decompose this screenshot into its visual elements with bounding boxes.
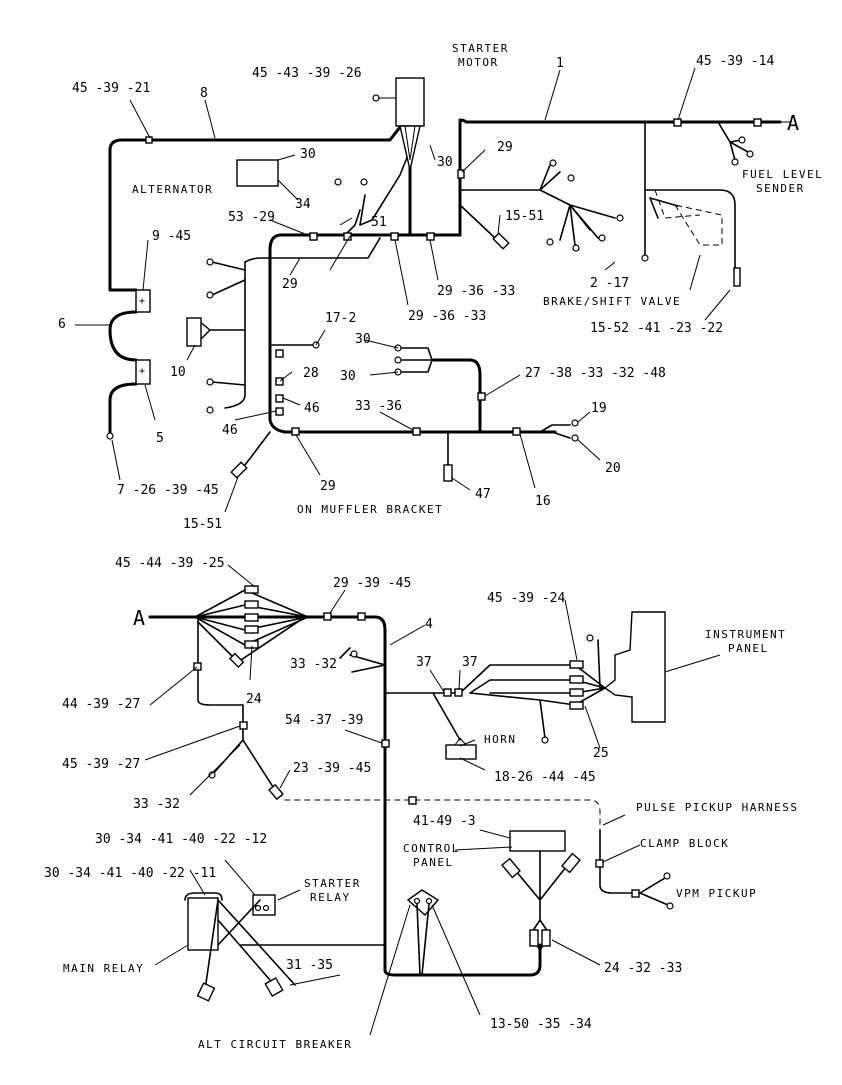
label-number: 1 — [556, 56, 564, 71]
label-number: 6 — [58, 317, 66, 332]
label-starter-motor-2: MOTOR — [458, 56, 499, 69]
label-code: 15-51 — [183, 517, 222, 532]
label-code: 29 -36 -33 — [408, 309, 486, 324]
label-continuation-a: A — [133, 606, 145, 630]
label-number: 29 — [320, 479, 336, 494]
label-number: 37 — [416, 655, 432, 670]
label-alt-circuit-breaker: ALT CIRCUIT BREAKER — [198, 1038, 352, 1051]
starter-terminal — [372, 94, 380, 102]
label-code: 54 -37 -39 — [285, 713, 363, 728]
diagram-labels: STARTER MOTOR 45 -43 -39 -26 45 -39 -21 … — [44, 42, 823, 1051]
label-number: 19 — [591, 401, 607, 416]
horn — [445, 744, 477, 760]
label-clamp-block: CLAMP BLOCK — [640, 837, 729, 850]
label-number: 46 — [304, 401, 320, 416]
main-relay — [187, 897, 219, 951]
label-code: 2 -17 — [590, 276, 629, 291]
label-muffler-bracket: ON MUFFLER BRACKET — [297, 503, 443, 516]
label-number: 30 — [355, 332, 371, 347]
label-number: 37 — [462, 655, 478, 670]
label-number: 28 — [303, 366, 319, 381]
label-number: 4 — [425, 617, 433, 632]
dash-harness-diagram — [144, 564, 721, 1036]
label-number: 20 — [605, 461, 621, 476]
label-code: 29 -39 -45 — [333, 576, 411, 591]
label-control-panel-1: CONTROL — [403, 842, 460, 855]
label-continuation-a: A — [787, 111, 799, 135]
label-number: 29 — [497, 140, 513, 155]
label-number: 5 — [156, 431, 164, 446]
svg-text:+: + — [139, 296, 145, 307]
label-number: 8 — [200, 86, 208, 101]
label-number: 16 — [535, 494, 551, 509]
label-number: 30 — [340, 369, 356, 384]
label-fuel-level-1: FUEL LEVEL — [742, 168, 823, 181]
label-number: 30 — [300, 147, 316, 162]
label-code: 23 -39 -45 — [293, 761, 371, 776]
instrument-panel — [603, 611, 666, 723]
label-number: 25 — [593, 746, 609, 761]
battery-2 — [135, 359, 151, 385]
label-instrument-panel-1: INSTRUMENT — [705, 628, 786, 641]
label-code: 15-52 -41 -23 -22 — [590, 321, 723, 336]
engine-harness-diagram: + + — [75, 67, 790, 513]
label-code: 13-50 -35 -34 — [490, 1017, 592, 1032]
label-main-relay: MAIN RELAY — [63, 962, 144, 975]
connector-10-body — [186, 317, 202, 347]
label-starter-motor-1: STARTER — [452, 42, 509, 55]
control-panel — [509, 830, 566, 852]
label-brake-shift-valve: BRAKE/SHIFT VALVE — [543, 295, 681, 308]
alternator — [236, 159, 279, 187]
label-horn: HORN — [484, 733, 517, 746]
label-instrument-panel-2: PANEL — [728, 642, 769, 655]
label-code: 45 -39 -14 — [696, 54, 774, 69]
label-number: 34 — [295, 197, 311, 212]
connector-47 — [443, 464, 453, 482]
label-code: 45 -44 -39 -25 — [115, 556, 225, 571]
label-pulse-pickup-harness: PULSE PICKUP HARNESS — [636, 801, 798, 814]
label-number: 30 — [437, 155, 453, 170]
label-code: 31 -35 — [286, 958, 333, 973]
label-code: 53 -29 — [228, 210, 275, 225]
label-number: 51 — [371, 215, 387, 230]
alt-circuit-breaker — [406, 889, 440, 916]
label-fuel-level-2: SENDER — [756, 182, 805, 195]
label-number: 24 — [246, 692, 262, 707]
label-code: 41-49 -3 — [413, 814, 476, 829]
label-code: 44 -39 -27 — [62, 697, 140, 712]
label-code: 33 -32 — [290, 657, 337, 672]
label-code: 45 -39 -21 — [72, 81, 150, 96]
label-code: 33 -36 — [355, 399, 402, 414]
label-number: 10 — [170, 365, 186, 380]
label-starter-relay-1: STARTER — [304, 877, 361, 890]
starter-motor — [395, 77, 425, 127]
label-code: 17-2 — [325, 311, 356, 326]
label-code: 7 -26 -39 -45 — [117, 483, 219, 498]
label-code: 30 -34 -41 -40 -22 -11 — [44, 866, 216, 881]
label-number: 46 — [222, 423, 238, 438]
label-alternator: ALTERNATOR — [132, 183, 213, 196]
svg-text:+: + — [139, 366, 145, 377]
label-code: 9 -45 — [152, 229, 191, 244]
label-code: 33 -32 — [133, 797, 180, 812]
label-code: 15-51 — [505, 209, 544, 224]
label-code: 45 -39 -27 — [62, 757, 140, 772]
label-number: 29 — [282, 277, 298, 292]
label-control-panel-2: PANEL — [413, 856, 454, 869]
label-code: 30 -34 -41 -40 -22 -12 — [95, 832, 267, 847]
label-code: 45 -43 -39 -26 — [252, 66, 362, 81]
label-starter-relay-2: RELAY — [310, 891, 351, 904]
label-code: 29 -36 -33 — [437, 284, 515, 299]
label-code: 45 -39 -24 — [487, 591, 565, 606]
label-number: 47 — [475, 487, 491, 502]
label-code: 18-26 -44 -45 — [494, 770, 596, 785]
label-vpm-pickup: VPM PICKUP — [676, 887, 757, 900]
label-code: 24 -32 -33 — [604, 961, 682, 976]
label-code: 27 -38 -33 -32 -48 — [525, 366, 666, 381]
